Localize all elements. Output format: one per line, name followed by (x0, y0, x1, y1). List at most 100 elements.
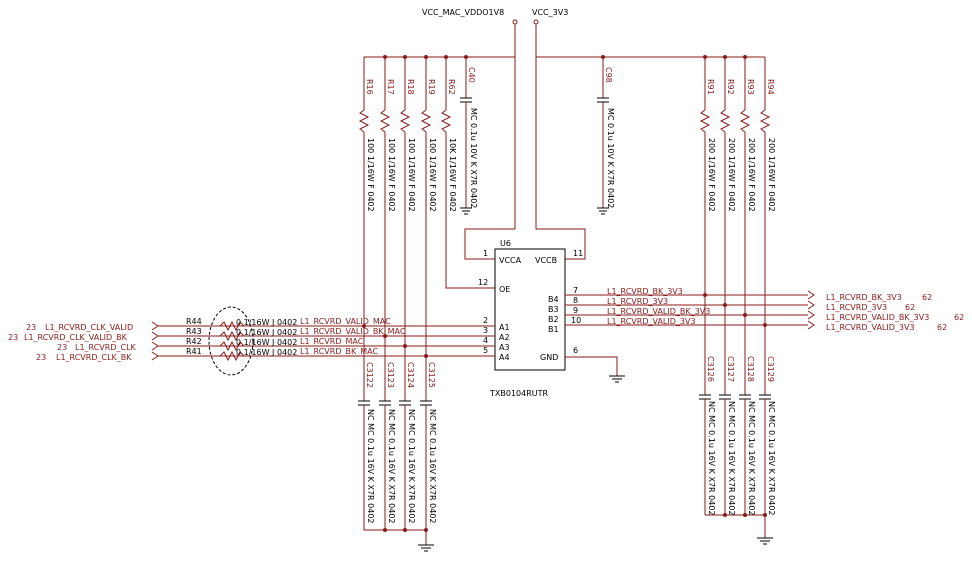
capacitor-value: NC MC 0.1u 16V K X7R 0402 (387, 409, 396, 524)
resistor-value: 100 1/16W F 0402 (366, 138, 375, 212)
pin-num: 1 (483, 249, 488, 258)
pin-num: 9 (573, 306, 578, 315)
capacitor-value: NC MC 0.1u 16V K X7R 0402 (407, 409, 416, 524)
capacitor-c40: C40 MC 0.1u 10V K X7R 0402 (460, 57, 478, 215)
pin-name: GND (540, 353, 558, 362)
resistor-value: 100 1/16W F 0402 (407, 138, 416, 212)
input-section: 23 L1_RCVRD_CLK_VALID 23 L1_RCVRD_CLK_VA… (8, 306, 495, 376)
input-net-label: L1_RCVRD_CLK (75, 343, 137, 352)
capacitor-value: NC MC 0.1u 16V K X7R 0402 (366, 409, 375, 524)
pin-name: VCCB (535, 256, 557, 265)
output-net-label: L1_RCVRD_VALID_3V3 (826, 323, 915, 332)
resistor-value: 10K 1/16W F 0402 (448, 138, 457, 212)
resistor-r16: R16 100 1/16W F 0402 (358, 57, 375, 326)
capacitor-value: NC MC 0.1u 16V K X7R 0402 (428, 409, 437, 524)
net-label: L1_RCVRD_VALID_MAC (300, 317, 391, 326)
series-resistor-value: 0 1/16W J 0402 (236, 348, 297, 357)
bottom-caps-right: C3126 NC MC 0.1u 16V K X7R 0402 C3127 NC… (699, 295, 776, 545)
capacitor-c3126: C3126 NC MC 0.1u 16V K X7R 0402 (699, 295, 716, 516)
capacitor-value: NC MC 0.1u 16V K X7R 0402 (707, 401, 716, 516)
output-net-label: L1_RCVRD_3V3 (826, 303, 887, 312)
output-page-ref: 62 (905, 303, 915, 312)
output-net-label: L1_RCVRD_VALID_BK_3V3 (826, 313, 929, 322)
capacitor-value: NC MC 0.1u 16V K X7R 0402 (747, 401, 756, 516)
capacitor-ref: C3122 (365, 362, 374, 388)
pin-name: B1 (548, 325, 559, 334)
capacitor-ref: C3128 (746, 356, 755, 382)
series-resistor-ref: R44 (186, 317, 202, 326)
output-net-label: L1_RCVRD_BK_3V3 (826, 293, 902, 302)
pin-name: A1 (499, 323, 510, 332)
capacitor-ref: C3126 (706, 356, 715, 382)
resistor-r17: R17 100 1/16W F 0402 (379, 57, 396, 336)
placement-ellipse (208, 306, 254, 376)
ground-symbol-right (757, 537, 773, 545)
capacitor-c3127: C3127 NC MC 0.1u 16V K X7R 0402 (719, 305, 736, 516)
pin-num: 3 (483, 326, 488, 335)
output-section: L1_RCVRD_BK_3V3 L1_RCVRD_3V3 L1_RCVRD_VA… (565, 287, 964, 332)
series-resistor-ref: R43 (186, 327, 202, 336)
net-label: L1_RCVRD_3V3 (607, 297, 668, 306)
input-net-label: L1_RCVRD_CLK_VALID (45, 323, 133, 332)
top-resistors: R16 100 1/16W F 0402 R17 100 1/16W F 040… (358, 57, 776, 356)
series-resistor-value: 0 1/16W J 0402 (236, 318, 297, 327)
pin-num: 11 (573, 249, 583, 258)
capacitor-ref: C3129 (766, 356, 775, 382)
capacitor-ref: C3125 (427, 362, 436, 388)
pin-num: 8 (573, 296, 578, 305)
resistor-value: 200 1/16W F 0402 (767, 138, 776, 212)
capacitor-value: NC MC 0.1u 16V K X7R 0402 (767, 401, 776, 516)
series-resistor-ref: R41 (186, 347, 202, 356)
ic-ref: U6 (500, 239, 511, 248)
resistor-ref: R19 (427, 79, 436, 95)
capacitor-value: NC MC 0.1u 16V K X7R 0402 (727, 401, 736, 516)
ground-symbol-u6 (565, 356, 625, 383)
pin-num: 2 (483, 316, 488, 325)
capacitor-c3125: C3125 NC MC 0.1u 16V K X7R 0402 (420, 356, 437, 545)
resistor-r18: R18 100 1/16W F 0402 (399, 57, 416, 346)
capacitor-ref: C40 (467, 67, 476, 83)
pin-name: A4 (499, 353, 510, 362)
power-rails: VCC_MAC_VDDO1V8 VCC_3V3 (364, 8, 765, 260)
capacitor-ref: C3123 (386, 362, 395, 388)
resistor-value: 100 1/16W F 0402 (387, 138, 396, 212)
input-net-label: L1_RCVRD_CLK_BK (56, 353, 132, 362)
pin-name: A2 (499, 333, 510, 342)
net-label: L1_RCVRD_VALID_3V3 (607, 317, 696, 326)
pin-num: 12 (478, 278, 488, 287)
resistor-ref: R17 (386, 79, 395, 95)
net-label: L1_RCVRD_BK_3V3 (607, 287, 683, 296)
resistor-value: 200 1/16W F 0402 (707, 138, 716, 212)
capacitor-c3128: C3128 NC MC 0.1u 16V K X7R 0402 (739, 315, 756, 516)
capacitor-c3123: C3123 NC MC 0.1u 16V K X7R 0402 (379, 336, 396, 530)
resistor-ref: R94 (766, 79, 775, 95)
resistor-ref: R92 (726, 79, 735, 95)
resistor-r62: R62 10K 1/16W F 0402 (440, 57, 495, 289)
input-net-label: L1_RCVRD_CLK_VALID_BK (24, 333, 128, 342)
ic-u6: U6 TXB0104RUTR 1 VCCA 12 OE 2 A1 3 A2 4 … (478, 239, 583, 398)
capacitor-ref: C98 (604, 67, 613, 83)
resistor-ref: R18 (406, 79, 415, 95)
net-label: L1_RCVRD_VALID_BK_MAC (300, 327, 406, 336)
pin-num: 5 (483, 346, 488, 355)
resistor-ref: R62 (447, 79, 456, 95)
pin-name: B4 (548, 295, 559, 304)
output-page-ref: 62 (922, 293, 932, 302)
resistor-r91: R91 200 1/16W F 0402 (699, 57, 716, 295)
capacitor-ref: C3124 (406, 362, 415, 388)
input-page-ref: 23 (8, 333, 18, 342)
output-page-ref: 62 (937, 323, 947, 332)
capacitor-c98: C98 MC 0.1u 10V K X7R 0402 (597, 57, 615, 215)
resistor-ref: R16 (365, 79, 374, 95)
resistor-r19: R19 100 1/16W F 0402 (420, 57, 437, 356)
capacitor-ref: C3127 (726, 356, 735, 382)
resistor-r92: R92 200 1/16W F 0402 (719, 57, 736, 305)
capacitor-value: MC 0.1u 10V K X7R 0402 (606, 108, 615, 208)
pin-num: 10 (571, 316, 581, 325)
resistor-value: 100 1/16W F 0402 (428, 138, 437, 212)
pin-num: 4 (483, 336, 488, 345)
pin-name: OE (499, 285, 510, 294)
pin-name: B2 (548, 315, 559, 324)
series-resistor-value: 0 1/16W J 0402 (236, 338, 297, 347)
top-caps: C40 MC 0.1u 10V K X7R 0402 C98 MC 0.1u 1… (460, 57, 615, 215)
